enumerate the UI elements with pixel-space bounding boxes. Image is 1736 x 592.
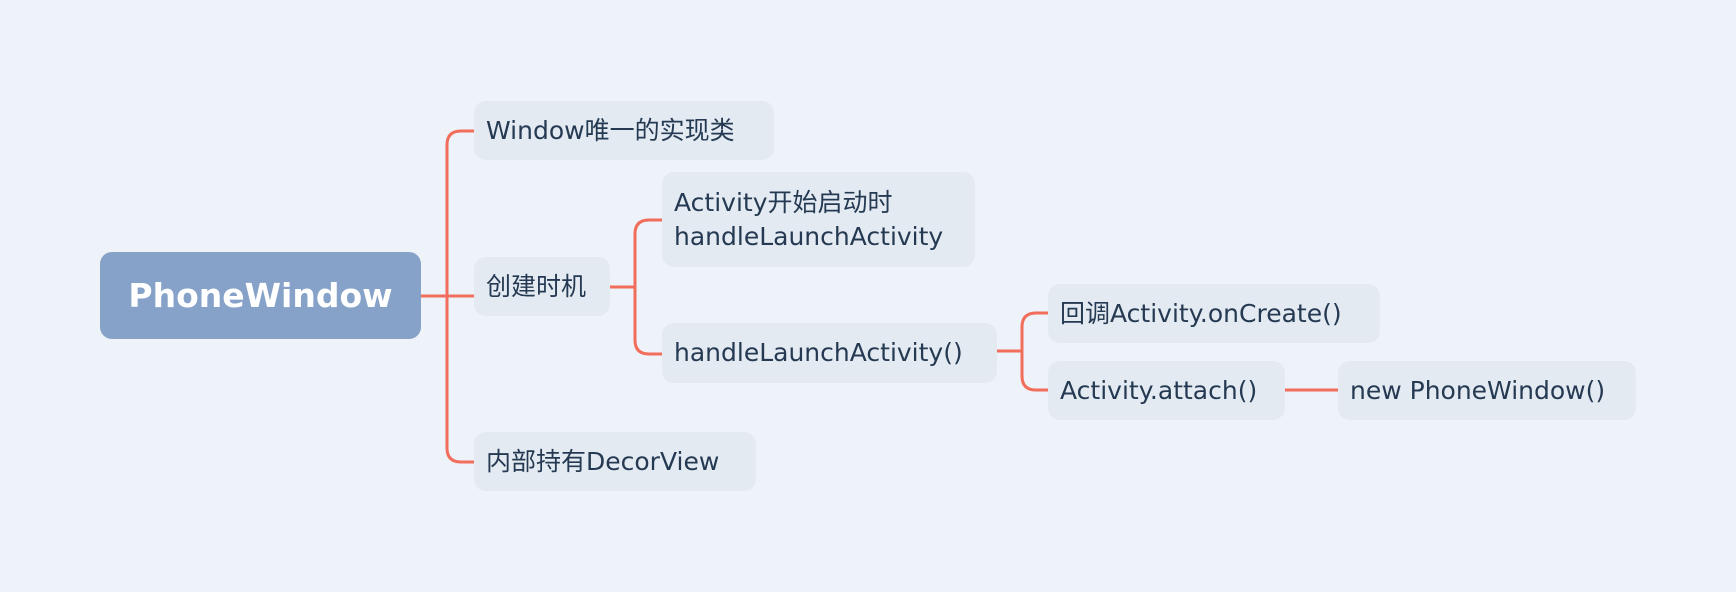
node-window-impl-label: Window唯一的实现类 xyxy=(486,115,735,145)
node-oncreate-callback[interactable]: 回调Activity.onCreate() xyxy=(1048,284,1380,343)
connector-root-to-impl xyxy=(419,129,476,298)
node-window-impl[interactable]: Window唯一的实现类 xyxy=(474,101,774,160)
node-creation-timing[interactable]: 创建时机 xyxy=(474,257,610,316)
node-creation-timing-label: 创建时机 xyxy=(486,271,587,301)
connector-handle-to-attach xyxy=(1020,349,1050,392)
node-new-phonewindow[interactable]: new PhoneWindow() xyxy=(1338,361,1636,420)
node-activity-start-line1: Activity开始启动时 xyxy=(674,187,893,217)
node-activity-attach[interactable]: Activity.attach() xyxy=(1048,361,1285,420)
connector-timing-to-start xyxy=(608,218,664,289)
node-activity-start-line2: handleLaunchActivity xyxy=(674,221,944,251)
node-activity-attach-label: Activity.attach() xyxy=(1060,375,1258,405)
connector-root-to-decor xyxy=(445,294,476,464)
node-holds-decorview-label: 内部持有DecorView xyxy=(486,446,720,476)
root-label: PhoneWindow xyxy=(128,275,393,315)
node-activity-start[interactable]: Activity开始启动时 handleLaunchActivity xyxy=(662,172,975,267)
node-new-phonewindow-label: new PhoneWindow() xyxy=(1350,375,1606,405)
connector-timing-to-handle xyxy=(633,285,664,356)
node-oncreate-callback-label: 回调Activity.onCreate() xyxy=(1060,298,1342,328)
node-handle-launch-activity[interactable]: handleLaunchActivity() xyxy=(662,323,997,383)
connector-handle-to-oncreate xyxy=(995,311,1050,353)
node-activity-start-text: Activity开始启动时 handleLaunchActivity xyxy=(674,186,943,254)
node-holds-decorview[interactable]: 内部持有DecorView xyxy=(474,432,756,491)
root-node-phonewindow[interactable]: PhoneWindow xyxy=(100,252,421,339)
node-handle-launch-activity-label: handleLaunchActivity() xyxy=(674,338,963,367)
